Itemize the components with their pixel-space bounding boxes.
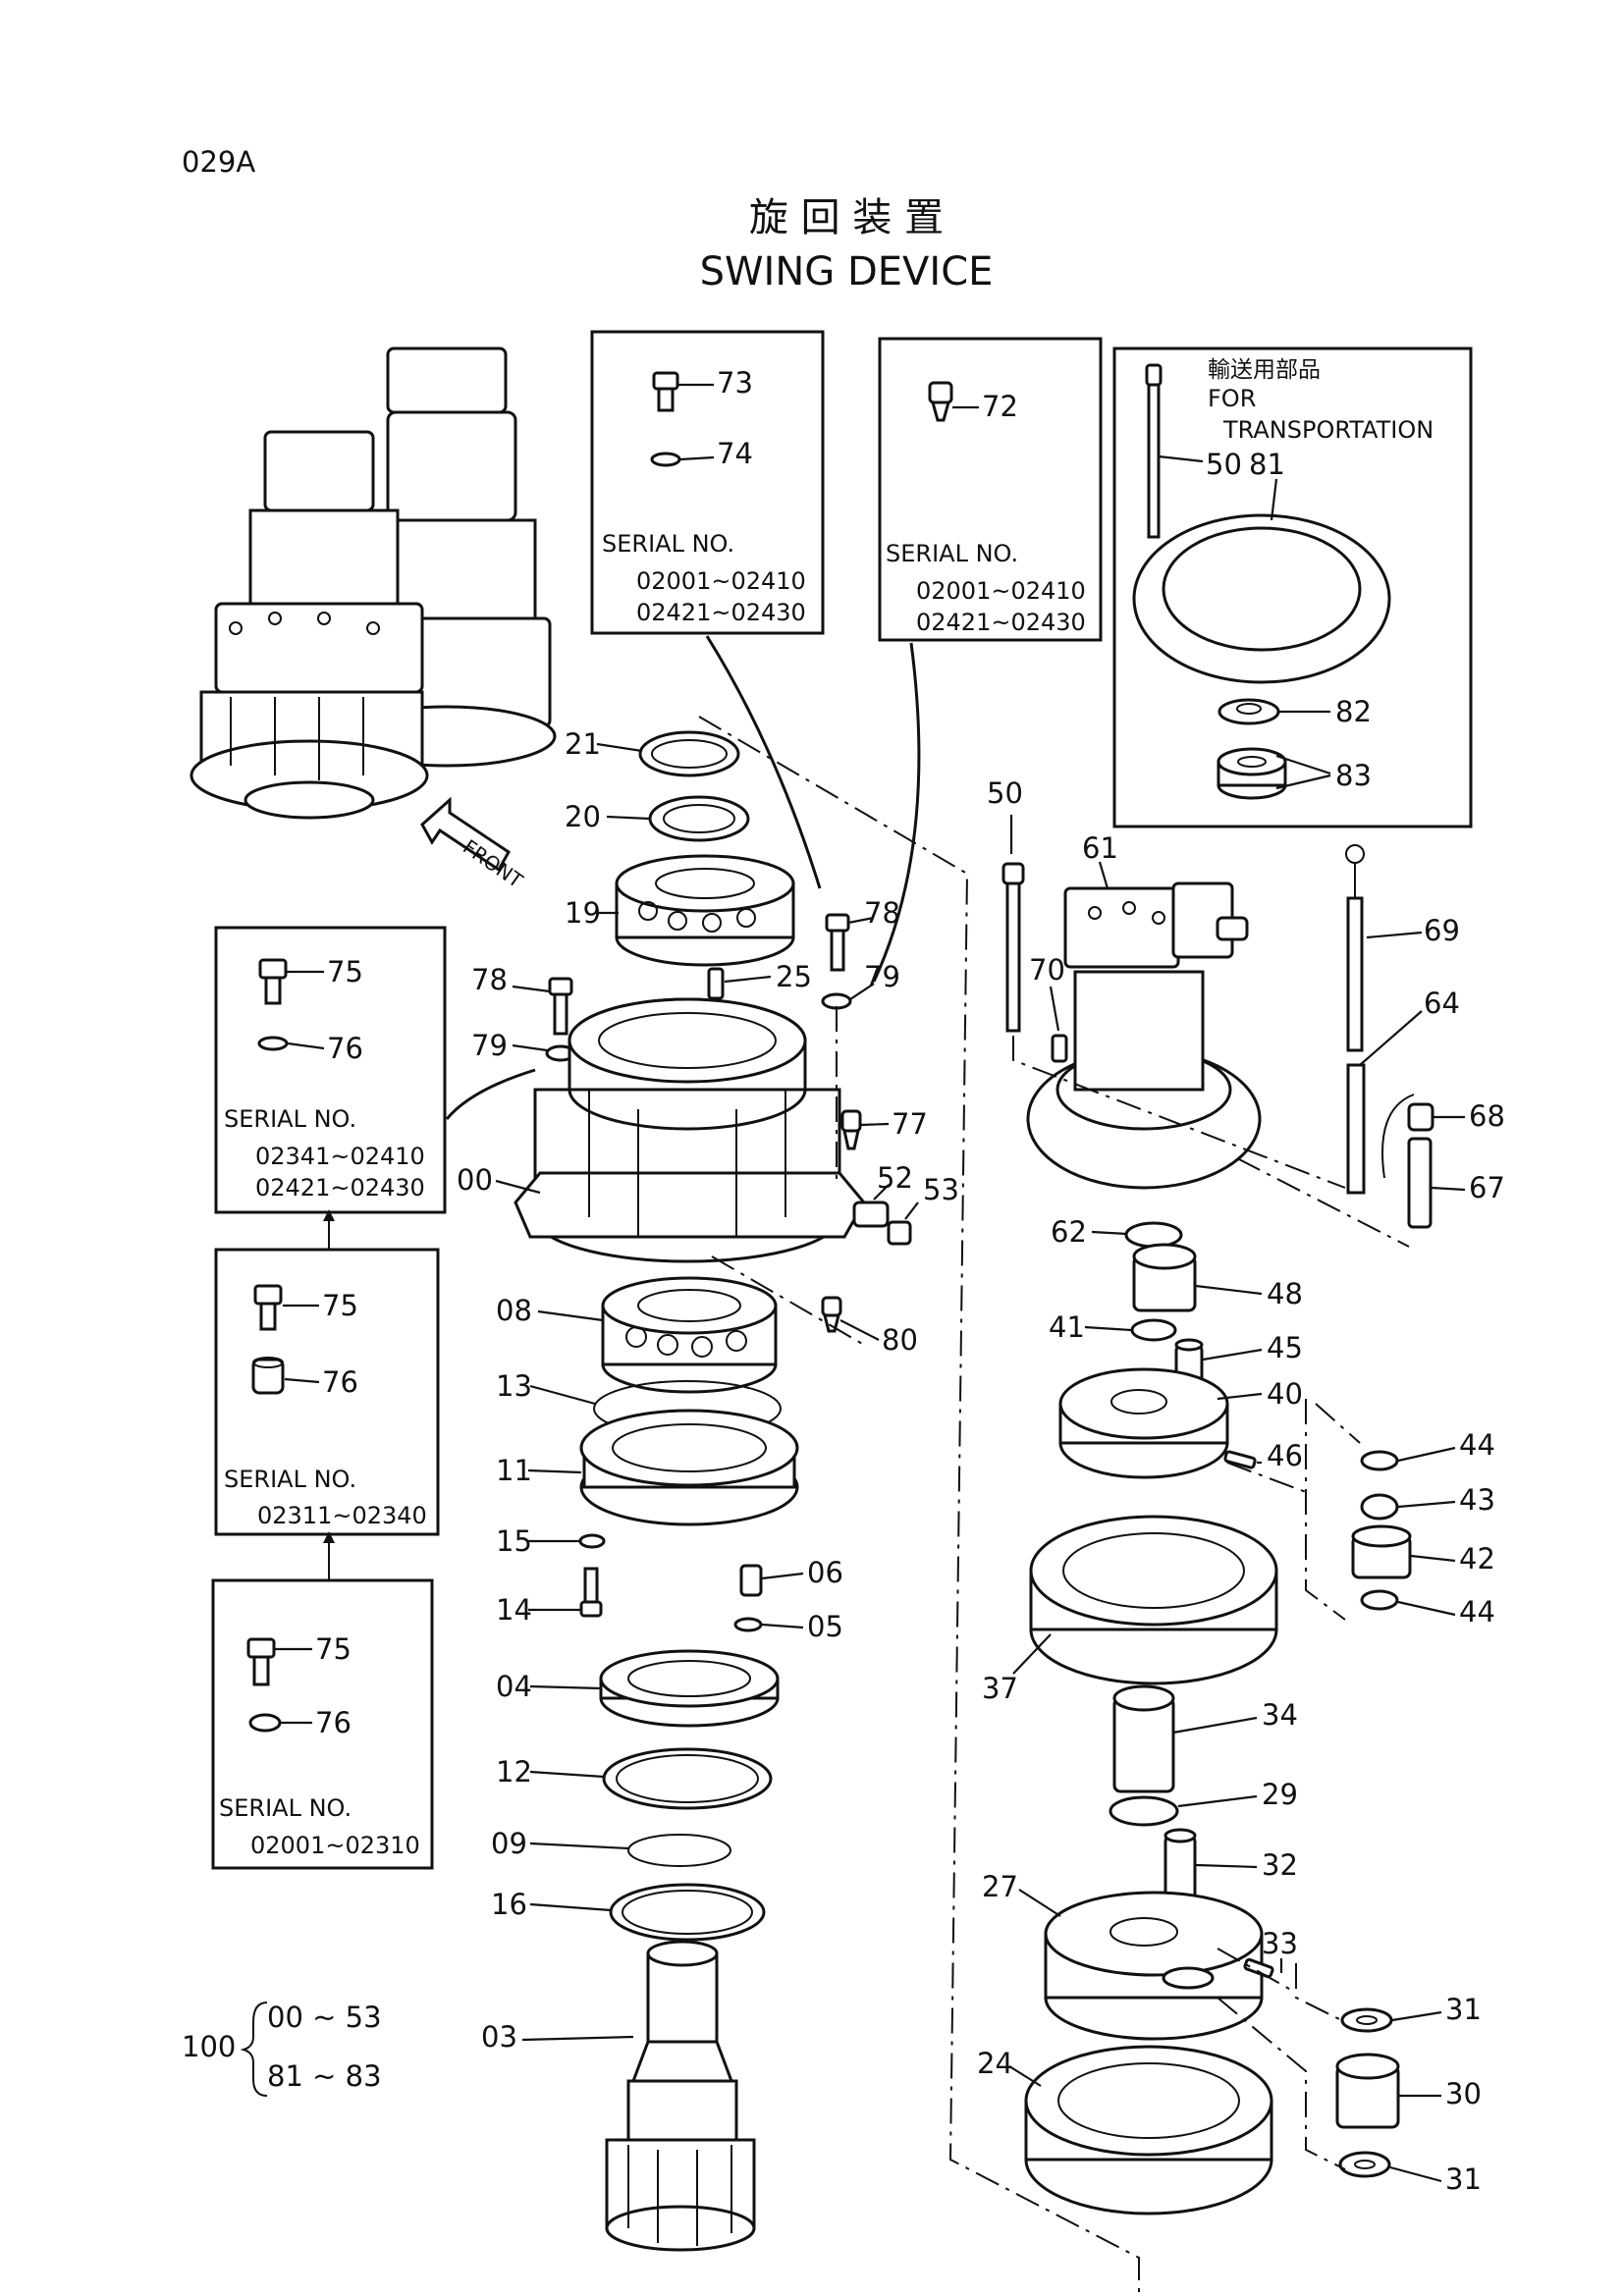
part-15: 15 — [496, 1524, 532, 1558]
part-00: 00 — [457, 1163, 493, 1197]
serial-range: 02001~02410 — [916, 577, 1086, 605]
part-31: 31 — [1445, 1993, 1482, 2026]
assembly-number: 100 00 ~ 53 81 ~ 83 — [182, 2001, 382, 2097]
part-79: 79 — [471, 1029, 508, 1062]
isometric-swing-device-view — [189, 347, 557, 820]
serial-range: 02001~02310 — [250, 1832, 420, 1859]
part-13: 13 — [496, 1369, 532, 1403]
serial-range: 02001~02410 — [636, 567, 806, 595]
part-37: 37 — [982, 1672, 1018, 1705]
part-75: 75 — [322, 1289, 358, 1322]
part-79: 79 — [864, 960, 900, 993]
part-48: 48 — [1267, 1277, 1303, 1310]
part-78: 78 — [471, 963, 508, 996]
part-72: 72 — [982, 390, 1018, 423]
box-transportation-parts: 輸送用部品 FOR TRANSPORTATION 50 81 82 83 — [1112, 347, 1473, 828]
part-08: 08 — [496, 1294, 532, 1327]
part-30: 30 — [1445, 2077, 1482, 2110]
box-75-76-serial-a: 75 76 SERIAL NO. 02341~02410 02421~02430 — [214, 926, 447, 1214]
part-04: 04 — [496, 1670, 532, 1703]
part-44: 44 — [1459, 1595, 1495, 1629]
part-67: 67 — [1469, 1171, 1505, 1204]
part-64: 64 — [1424, 987, 1460, 1020]
part-43: 43 — [1459, 1483, 1495, 1517]
box-75-76-serial-b: 75 76 SERIAL NO. 02311~02340 — [214, 1248, 440, 1536]
transport-label-en: TRANSPORTATION — [1222, 416, 1434, 444]
serial-range: 02421~02430 — [916, 609, 1086, 636]
box-75-76-serial-c: 75 76 SERIAL NO. 02001~02310 — [211, 1578, 434, 1870]
title-japanese: 旋 回 装 置 — [749, 195, 944, 240]
part-61: 61 — [1082, 831, 1118, 865]
right-parts-stack: 50 61 70 69 64 68 67 — [977, 776, 1505, 2216]
part-40: 40 — [1267, 1377, 1303, 1411]
part-82: 82 — [1335, 695, 1372, 728]
serial-range: 02341~02410 — [255, 1143, 425, 1170]
transport-label-jp: 輸送用部品 — [1208, 357, 1321, 383]
part-24: 24 — [977, 2047, 1013, 2080]
part-12: 12 — [496, 1755, 532, 1789]
part-27: 27 — [982, 1870, 1018, 1903]
serial-range: 02311~02340 — [257, 1502, 427, 1529]
part-45: 45 — [1267, 1331, 1303, 1364]
front-arrow: FRONT — [420, 796, 528, 893]
part-31: 31 — [1445, 2163, 1482, 2196]
part-33: 33 — [1262, 1927, 1298, 1960]
part-06: 06 — [807, 1556, 843, 1589]
serial-label: SERIAL NO. — [602, 530, 734, 558]
transport-label-en: FOR — [1208, 385, 1256, 412]
part-42: 42 — [1459, 1542, 1495, 1575]
part-68: 68 — [1469, 1099, 1505, 1133]
assembly-100: 100 — [182, 2030, 236, 2063]
part-81: 81 — [1249, 448, 1285, 481]
part-75: 75 — [327, 955, 363, 988]
part-80: 80 — [882, 1323, 918, 1357]
serial-label: SERIAL NO. — [219, 1794, 352, 1822]
serial-range: 02421~02430 — [255, 1174, 425, 1201]
part-74: 74 — [717, 437, 753, 470]
assembly-range: 81 ~ 83 — [267, 2059, 382, 2093]
serial-range: 02421~02430 — [636, 599, 806, 626]
part-77: 77 — [892, 1107, 928, 1141]
part-14: 14 — [496, 1593, 532, 1627]
part-19: 19 — [565, 896, 601, 930]
part-73: 73 — [717, 366, 753, 400]
part-09: 09 — [491, 1827, 527, 1860]
part-25: 25 — [776, 960, 812, 993]
part-03: 03 — [481, 2020, 517, 2054]
part-44: 44 — [1459, 1428, 1495, 1462]
assembly-range: 00 ~ 53 — [267, 2001, 382, 2034]
part-52: 52 — [877, 1161, 913, 1195]
part-05: 05 — [807, 1610, 843, 1643]
part-76: 76 — [327, 1032, 363, 1065]
part-78: 78 — [864, 896, 900, 930]
serial-label: SERIAL NO. — [224, 1105, 356, 1133]
part-34: 34 — [1262, 1698, 1298, 1732]
part-32: 32 — [1262, 1848, 1298, 1882]
part-83: 83 — [1335, 759, 1372, 792]
part-50: 50 — [987, 776, 1023, 810]
part-53: 53 — [923, 1173, 959, 1206]
part-29: 29 — [1262, 1778, 1298, 1811]
box-bolt-73-washer-74: 73 74 SERIAL NO. 02001~02410 02421~02430 — [590, 330, 825, 635]
title-english: SWING DEVICE — [700, 249, 994, 294]
part-75: 75 — [315, 1632, 352, 1666]
part-21: 21 — [565, 727, 601, 761]
part-76: 76 — [315, 1706, 352, 1739]
serial-label: SERIAL NO. — [886, 540, 1018, 567]
central-parts-stack: 21 20 19 25 78 79 78 79 — [457, 727, 959, 2252]
box-plug-72: 72 SERIAL NO. 02001~02410 02421~02430 — [878, 337, 1103, 642]
page-code: 029A — [182, 145, 255, 179]
part-76: 76 — [322, 1365, 358, 1399]
serial-label: SERIAL NO. — [224, 1466, 356, 1493]
part-41: 41 — [1049, 1310, 1085, 1344]
part-20: 20 — [565, 800, 601, 833]
part-16: 16 — [491, 1888, 527, 1921]
part-69: 69 — [1424, 914, 1460, 947]
part-70: 70 — [1029, 953, 1065, 987]
part-11: 11 — [496, 1454, 532, 1487]
part-46: 46 — [1267, 1439, 1303, 1472]
part-50: 50 — [1206, 448, 1242, 481]
part-62: 62 — [1051, 1215, 1087, 1249]
